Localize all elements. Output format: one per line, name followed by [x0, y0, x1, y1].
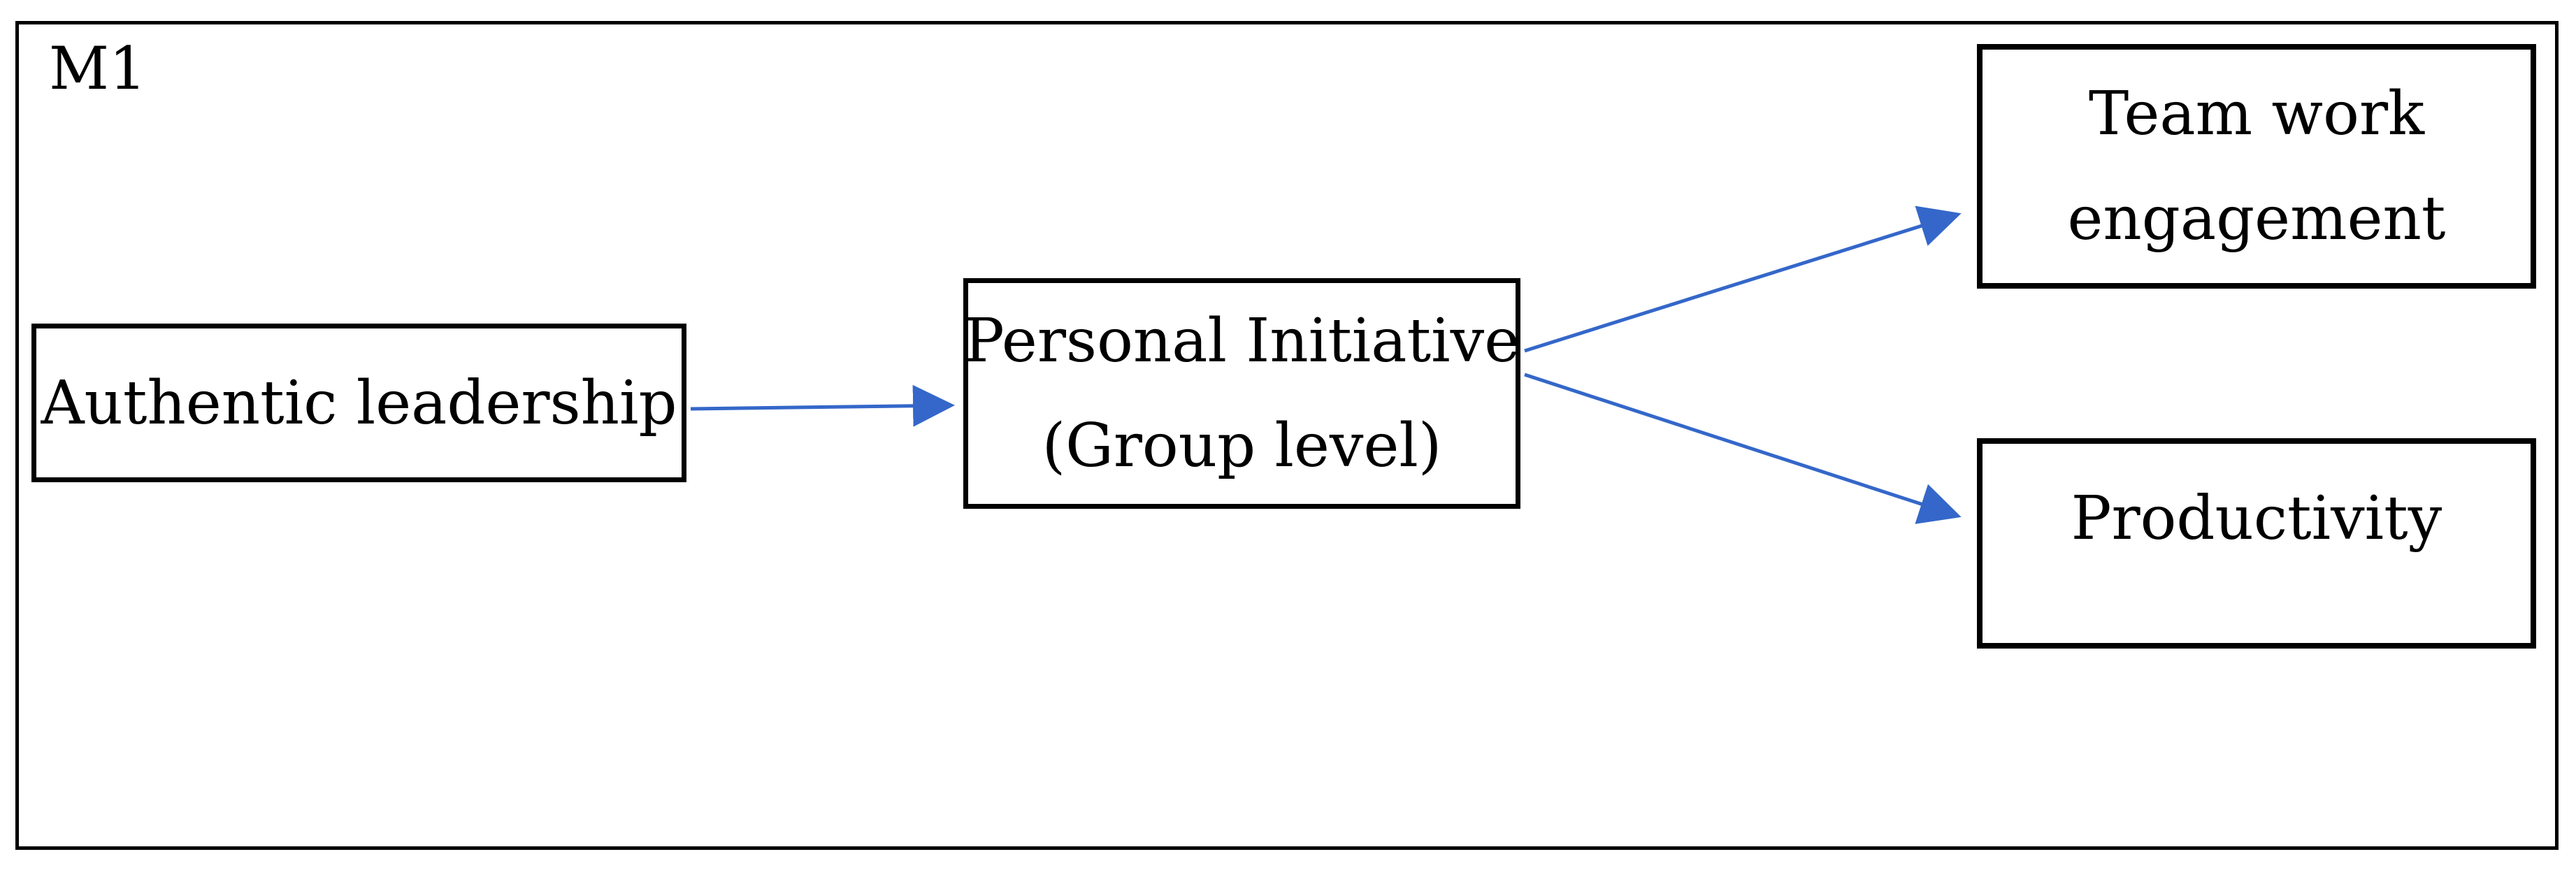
- node-productivity: Productivity: [1977, 438, 2536, 649]
- node-team-work-engagement: Team work engagement: [1977, 44, 2536, 289]
- model-label: M1: [49, 34, 147, 103]
- node-label-line: engagement: [2067, 184, 2446, 254]
- node-label-line: Productivity: [2071, 483, 2442, 554]
- node-label-line: Authentic leadership: [41, 368, 677, 438]
- node-label-line: Personal Initiative: [963, 306, 1520, 376]
- node-authentic-leadership: Authentic leadership: [31, 324, 686, 482]
- node-label-line: (Group level): [1042, 411, 1442, 481]
- node-personal-initiative: Personal Initiative (Group level): [963, 278, 1520, 509]
- node-label-line: Team work: [2088, 79, 2425, 149]
